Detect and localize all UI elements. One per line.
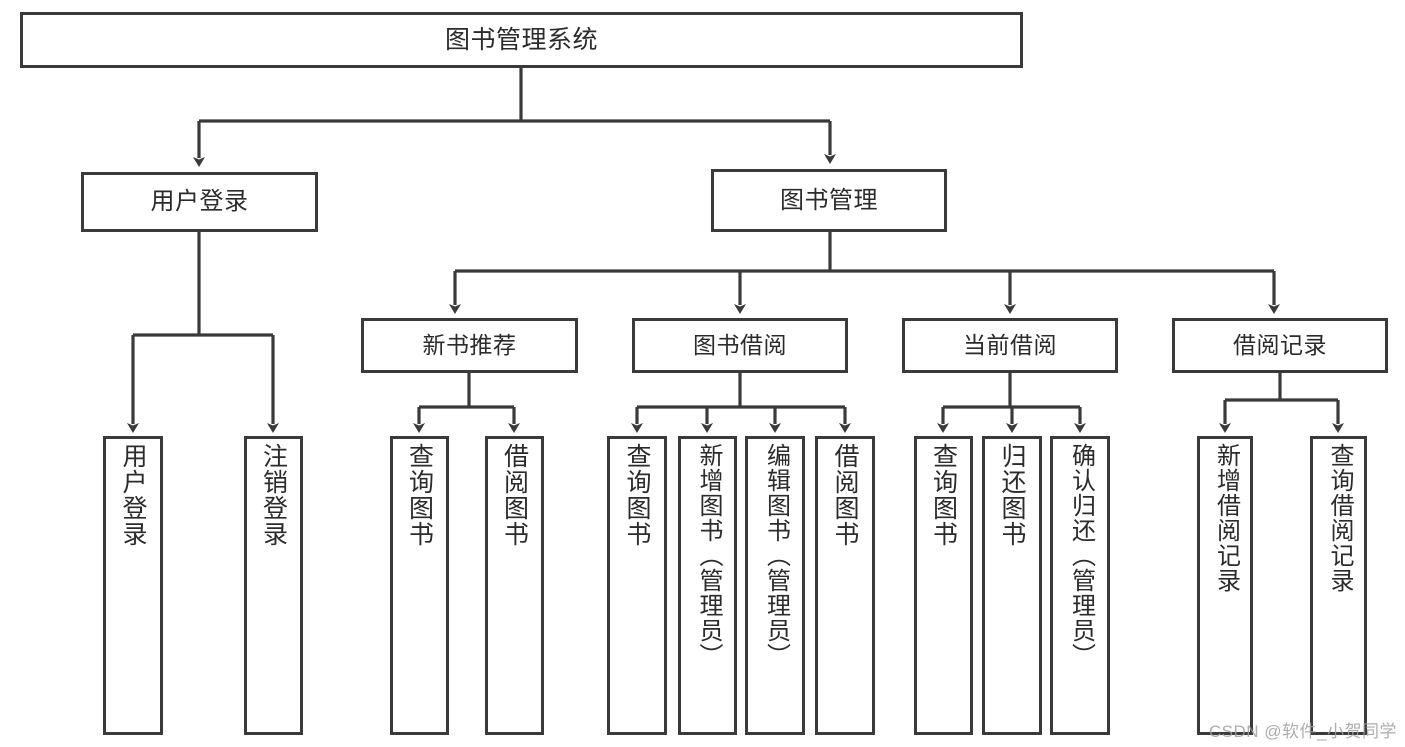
node-leaf-query-record[interactable]: 查询借阅记录 bbox=[1310, 436, 1367, 735]
node-label: 新增图书（管理员） bbox=[694, 443, 722, 668]
node-label: 当前借阅 bbox=[963, 332, 1057, 359]
node-label: 用户登录 bbox=[119, 443, 147, 547]
node-leaf-user-logout[interactable]: 注销登录 bbox=[244, 436, 303, 735]
node-leaf-query-book-1[interactable]: 查询图书 bbox=[390, 436, 449, 735]
node-label: 图书管理 bbox=[780, 186, 878, 214]
node-label: 确认归还（管理员） bbox=[1067, 443, 1095, 668]
node-book-borrow[interactable]: 图书借阅 bbox=[632, 318, 848, 373]
node-label: 新增借阅记录 bbox=[1212, 443, 1240, 593]
node-label: 用户登录 bbox=[150, 188, 249, 216]
node-leaf-borrow-book-2[interactable]: 借阅图书 bbox=[815, 436, 875, 735]
node-current-borrow[interactable]: 当前借阅 bbox=[902, 318, 1118, 373]
node-user-login[interactable]: 用户登录 bbox=[81, 172, 318, 232]
node-label: 图书管理系统 bbox=[444, 25, 598, 54]
csdn-watermark: CSDN @软件_小贺同学 bbox=[1208, 722, 1397, 741]
node-leaf-add-record[interactable]: 新增借阅记录 bbox=[1197, 436, 1253, 735]
node-label: 借阅图书 bbox=[831, 443, 859, 547]
node-label: 借阅记录 bbox=[1233, 332, 1327, 359]
node-leaf-add-book[interactable]: 新增图书（管理员） bbox=[678, 436, 737, 735]
node-label: 注销登录 bbox=[259, 443, 288, 547]
node-leaf-query-book-2[interactable]: 查询图书 bbox=[607, 436, 667, 735]
node-label: 编辑图书（管理员） bbox=[762, 443, 790, 668]
node-book-manage[interactable]: 图书管理 bbox=[711, 169, 947, 232]
node-leaf-query-book-3[interactable]: 查询图书 bbox=[914, 436, 973, 735]
node-label: 图书借阅 bbox=[693, 332, 787, 359]
node-label: 新书推荐 bbox=[422, 332, 517, 359]
node-root-system[interactable]: 图书管理系统 bbox=[20, 12, 1023, 68]
node-label: 查询图书 bbox=[929, 443, 958, 547]
node-label: 归还图书 bbox=[998, 443, 1026, 547]
node-label: 查询图书 bbox=[623, 443, 651, 547]
node-label: 查询图书 bbox=[405, 443, 434, 547]
node-new-book-recommend[interactable]: 新书推荐 bbox=[361, 318, 578, 373]
node-leaf-confirm-return[interactable]: 确认归还（管理员） bbox=[1050, 436, 1110, 735]
node-leaf-edit-book[interactable]: 编辑图书（管理员） bbox=[745, 436, 805, 735]
node-label: 查询借阅记录 bbox=[1325, 443, 1353, 593]
node-leaf-borrow-book-1[interactable]: 借阅图书 bbox=[485, 436, 544, 735]
node-leaf-user-login[interactable]: 用户登录 bbox=[103, 436, 163, 735]
node-leaf-return-book[interactable]: 归还图书 bbox=[982, 436, 1042, 735]
node-borrow-record[interactable]: 借阅记录 bbox=[1172, 318, 1388, 373]
node-label: 借阅图书 bbox=[500, 443, 529, 547]
